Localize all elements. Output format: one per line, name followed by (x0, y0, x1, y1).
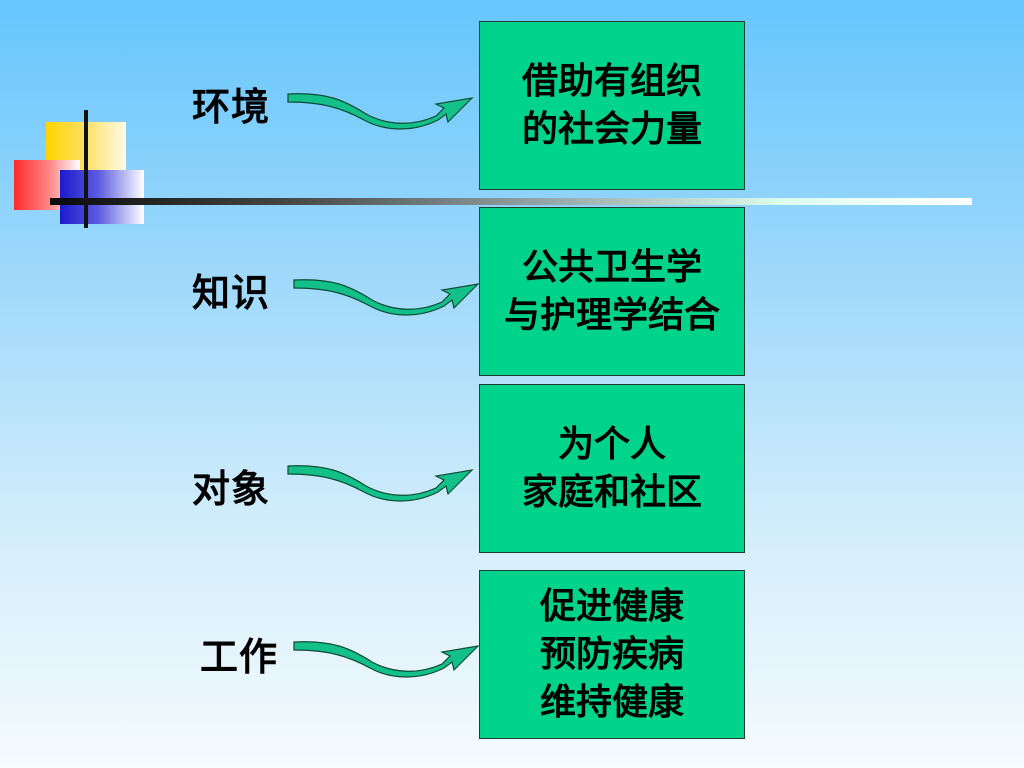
box-line: 家庭和社区 (521, 471, 702, 513)
row-label-environment: 环境 (192, 85, 271, 129)
box-line: 与护理学结合 (503, 294, 720, 336)
decor-horizontal-rule (50, 198, 972, 205)
box-line: 借助有组织 (521, 60, 702, 102)
info-box-knowledge: 公共卫生学 与护理学结合 (479, 207, 745, 376)
row-label-target: 对象 (192, 467, 271, 511)
row-label-work: 工作 (200, 635, 279, 679)
box-line: 公共卫生学 (521, 246, 702, 288)
curved-arrow-icon (287, 465, 474, 502)
box-line: 为个人 (557, 423, 666, 465)
info-box-target: 为个人 家庭和社区 (479, 384, 745, 553)
decor-blue-square (60, 170, 144, 224)
box-line: 的社会力量 (521, 108, 702, 150)
box-line: 维持健康 (539, 681, 684, 723)
curved-arrow-icon (293, 279, 480, 316)
box-line: 预防疾病 (539, 633, 684, 675)
decor-vertical-line (84, 110, 88, 228)
curved-arrow-icon (293, 641, 480, 678)
info-box-environment: 借助有组织 的社会力量 (479, 21, 745, 190)
row-label-knowledge: 知识 (192, 271, 271, 315)
info-box-work: 促进健康 预防疾病 维持健康 (479, 570, 745, 739)
box-line: 促进健康 (539, 585, 684, 627)
curved-arrow-icon (287, 93, 474, 130)
